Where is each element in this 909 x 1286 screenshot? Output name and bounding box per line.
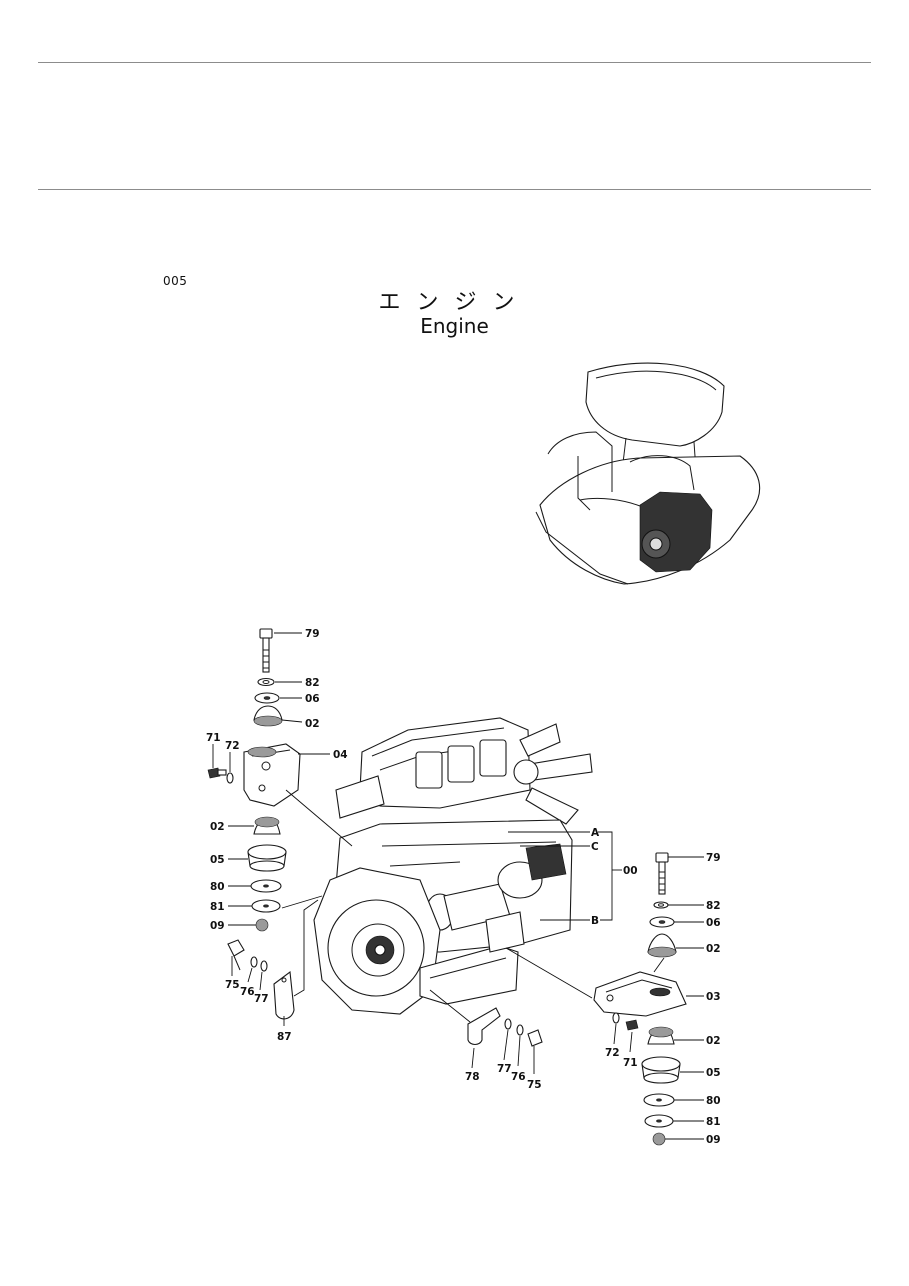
callout-06-right: 06 [706, 917, 721, 929]
callout-77-left: 77 [254, 993, 269, 1005]
callout-04: 04 [333, 749, 348, 761]
callout-79-upper-left: 79 [305, 628, 320, 640]
callout-77-bottom: 77 [497, 1063, 512, 1075]
leader-lines [212, 632, 704, 1140]
callout-02-lower-right: 02 [706, 1035, 721, 1047]
callout-06-upper-left: 06 [305, 693, 320, 705]
title-japanese: エンジン [378, 290, 531, 315]
machine-locator-illustration [535, 362, 761, 585]
callout-C: C [591, 841, 599, 853]
callout-09-right: 09 [706, 1134, 721, 1146]
top-rule [38, 62, 871, 63]
right-mount-parts [593, 852, 687, 1146]
callout-76-left: 76 [240, 986, 255, 998]
callout-71-left: 71 [206, 732, 221, 744]
callout-05-left: 05 [210, 854, 225, 866]
header-bottom-rule [38, 189, 871, 190]
callout-09-left: 09 [210, 920, 225, 932]
page-code: 005 [163, 274, 188, 288]
callout-82-right: 82 [706, 900, 721, 912]
callout-81-left: 81 [210, 901, 225, 913]
callout-76-bottom: 76 [511, 1071, 526, 1083]
callout-75-bottom: 75 [527, 1079, 542, 1091]
callout-05-right: 05 [706, 1067, 721, 1079]
callout-80-left: 80 [210, 881, 225, 893]
callout-71-right: 71 [623, 1057, 638, 1069]
callout-79-right: 79 [706, 852, 721, 864]
bottom-clamp-parts [467, 1007, 543, 1047]
callout-labels: 79 82 06 02 04 71 72 02 05 80 81 09 75 7… [206, 628, 721, 1146]
callout-02-upper-right: 02 [706, 943, 721, 955]
callout-72-right: 72 [605, 1047, 620, 1059]
callout-72-left: 72 [225, 740, 240, 752]
callout-B: B [591, 915, 599, 927]
callout-02-upper-left: 02 [305, 718, 320, 730]
callout-80-right: 80 [706, 1095, 721, 1107]
callout-02-lower-left: 02 [210, 821, 225, 833]
callout-87: 87 [277, 1031, 292, 1043]
callout-75-left: 75 [225, 979, 240, 991]
callout-78: 78 [465, 1071, 480, 1083]
callout-81-right: 81 [706, 1116, 721, 1128]
callout-00: 00 [623, 865, 638, 877]
callout-82-upper-left: 82 [305, 677, 320, 689]
callout-03: 03 [706, 991, 721, 1003]
title-english: Engine [420, 314, 489, 338]
callout-A: A [591, 827, 600, 839]
engine-assembly [313, 717, 593, 1015]
